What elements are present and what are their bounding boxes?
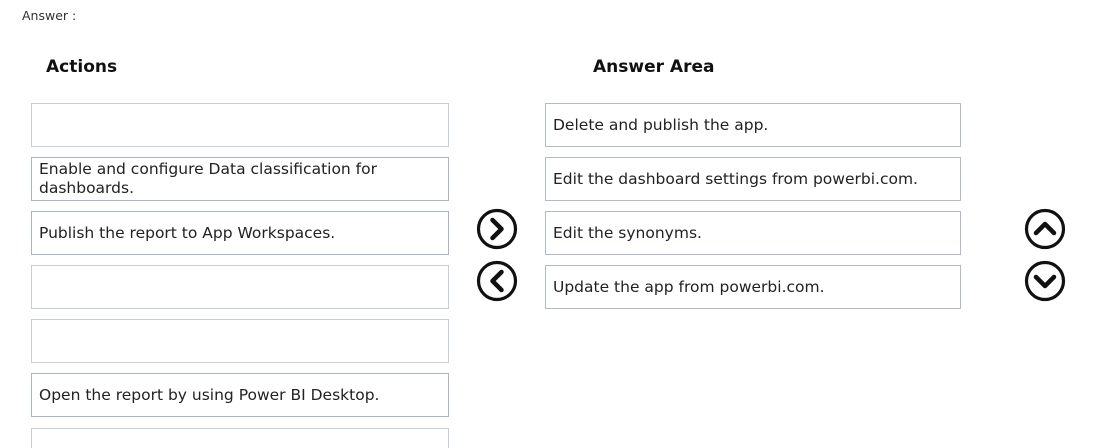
action-item-empty[interactable] <box>31 319 449 363</box>
action-item[interactable]: Enable and configure Data classification… <box>31 157 449 201</box>
actions-heading: Actions <box>46 57 118 77</box>
answer-item[interactable]: Update the app from powerbi.com. <box>545 265 961 309</box>
answer-label: Answer : <box>22 8 77 23</box>
action-item-empty[interactable] <box>31 265 449 309</box>
answer-area-heading: Answer Area <box>593 57 715 77</box>
answer-item[interactable]: Delete and publish the app. <box>545 103 961 147</box>
action-item[interactable]: Publish the report to App Workspaces. <box>31 211 449 255</box>
chevron-left-icon <box>476 260 518 302</box>
answer-item[interactable]: Edit the synonyms. <box>545 211 961 255</box>
move-down-button[interactable] <box>1024 260 1066 302</box>
chevron-down-icon <box>1024 260 1066 302</box>
move-up-button[interactable] <box>1024 208 1066 250</box>
chevron-up-icon <box>1024 208 1066 250</box>
chevron-right-icon <box>476 208 518 250</box>
action-item[interactable]: Open the report by using Power BI Deskto… <box>31 373 449 417</box>
move-left-button[interactable] <box>476 260 518 302</box>
action-item-empty[interactable] <box>31 103 449 147</box>
move-right-button[interactable] <box>476 208 518 250</box>
answer-item[interactable]: Edit the dashboard settings from powerbi… <box>545 157 961 201</box>
action-item-empty[interactable] <box>31 428 449 448</box>
